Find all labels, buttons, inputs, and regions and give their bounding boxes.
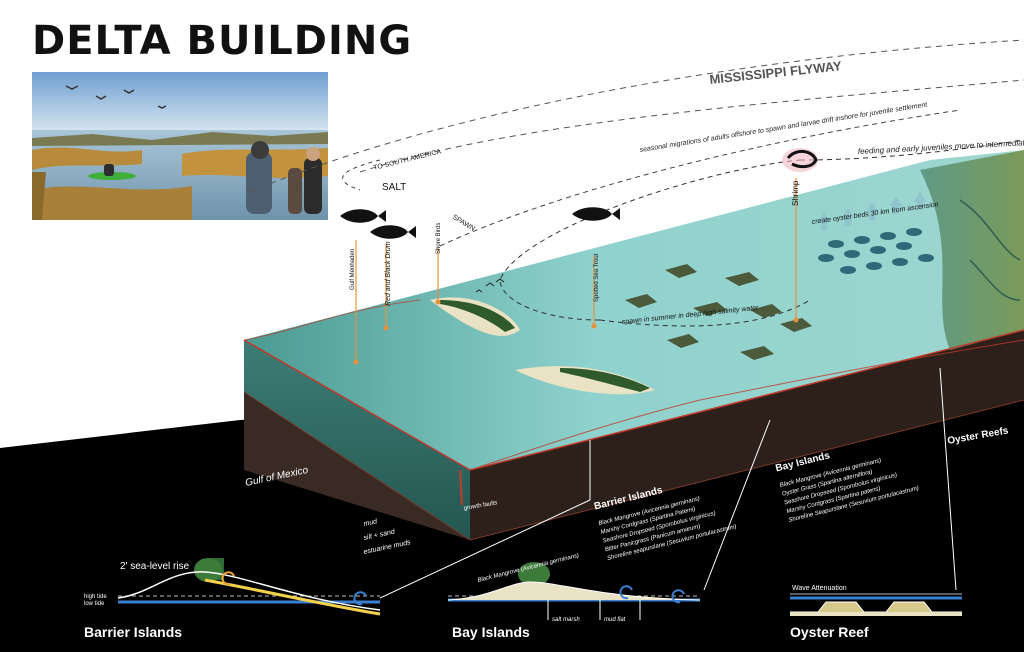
drum-label: Red and Black Drum: [385, 241, 392, 306]
marsh-photo: [32, 72, 328, 220]
salt-marsh-label: salt marsh: [552, 617, 580, 623]
oyster-section-title: Oyster Reef: [790, 624, 869, 640]
spawn-loop-arc: [499, 159, 801, 321]
stratum-mud: mud: [363, 518, 379, 528]
growth-fault-mark: [459, 469, 463, 506]
seatrout-label: Spotted Sea Trout: [594, 253, 600, 302]
barrier-section-title: Barrier Islands: [84, 624, 183, 640]
spawn-label: SPAWN: [451, 214, 476, 233]
seatrout-icon: [572, 207, 620, 221]
flyway-label: MISSISSIPPI FLYWAY: [709, 58, 843, 87]
shorebirds-label: Shore Birds: [436, 223, 442, 254]
water-front-face: [244, 340, 470, 540]
bay-section-title: Bay Islands: [452, 624, 530, 640]
wave-attenuation-label: Wave Attenuation: [792, 585, 847, 592]
sediment-side: [470, 330, 1024, 540]
page-title: DELTA BUILDING: [32, 18, 413, 64]
bird-icon: [475, 278, 505, 293]
sea-level-label: 2' sea-level rise: [120, 561, 190, 572]
drum-fish-icon: [370, 225, 416, 239]
water-surface: [244, 150, 1024, 470]
high-tide-label: high tide: [84, 594, 107, 600]
shrimp-icon: [782, 148, 818, 172]
mud-flat-label: mud flat: [604, 617, 626, 623]
species-leaders: [355, 178, 797, 362]
oyster-beds: [818, 228, 934, 274]
bay-islands: [625, 264, 812, 360]
barrier-island-2: [515, 366, 655, 395]
delta-channels: [959, 199, 1021, 301]
growth-faults-label: growth faults: [463, 500, 498, 512]
flyway-arc: [249, 39, 1024, 193]
oyster-arrows: [818, 192, 926, 230]
shrimp-label: Shrimp: [791, 180, 800, 206]
oyster-reef-section: [790, 593, 962, 616]
delta-land: [920, 150, 1024, 350]
low-tide-label: low tide: [84, 601, 105, 607]
bay-islands-section: [447, 562, 701, 620]
menhaden-icon: [340, 209, 386, 223]
section-leaders: [379, 367, 957, 599]
migration-arc: [439, 109, 961, 247]
salt-label: SALT: [382, 182, 406, 193]
barrier-islands-section: [117, 558, 381, 616]
south-america-label: TO SOUTH AMERICA: [373, 148, 442, 172]
menhaden-label: Gulf Menhaden: [350, 249, 356, 290]
